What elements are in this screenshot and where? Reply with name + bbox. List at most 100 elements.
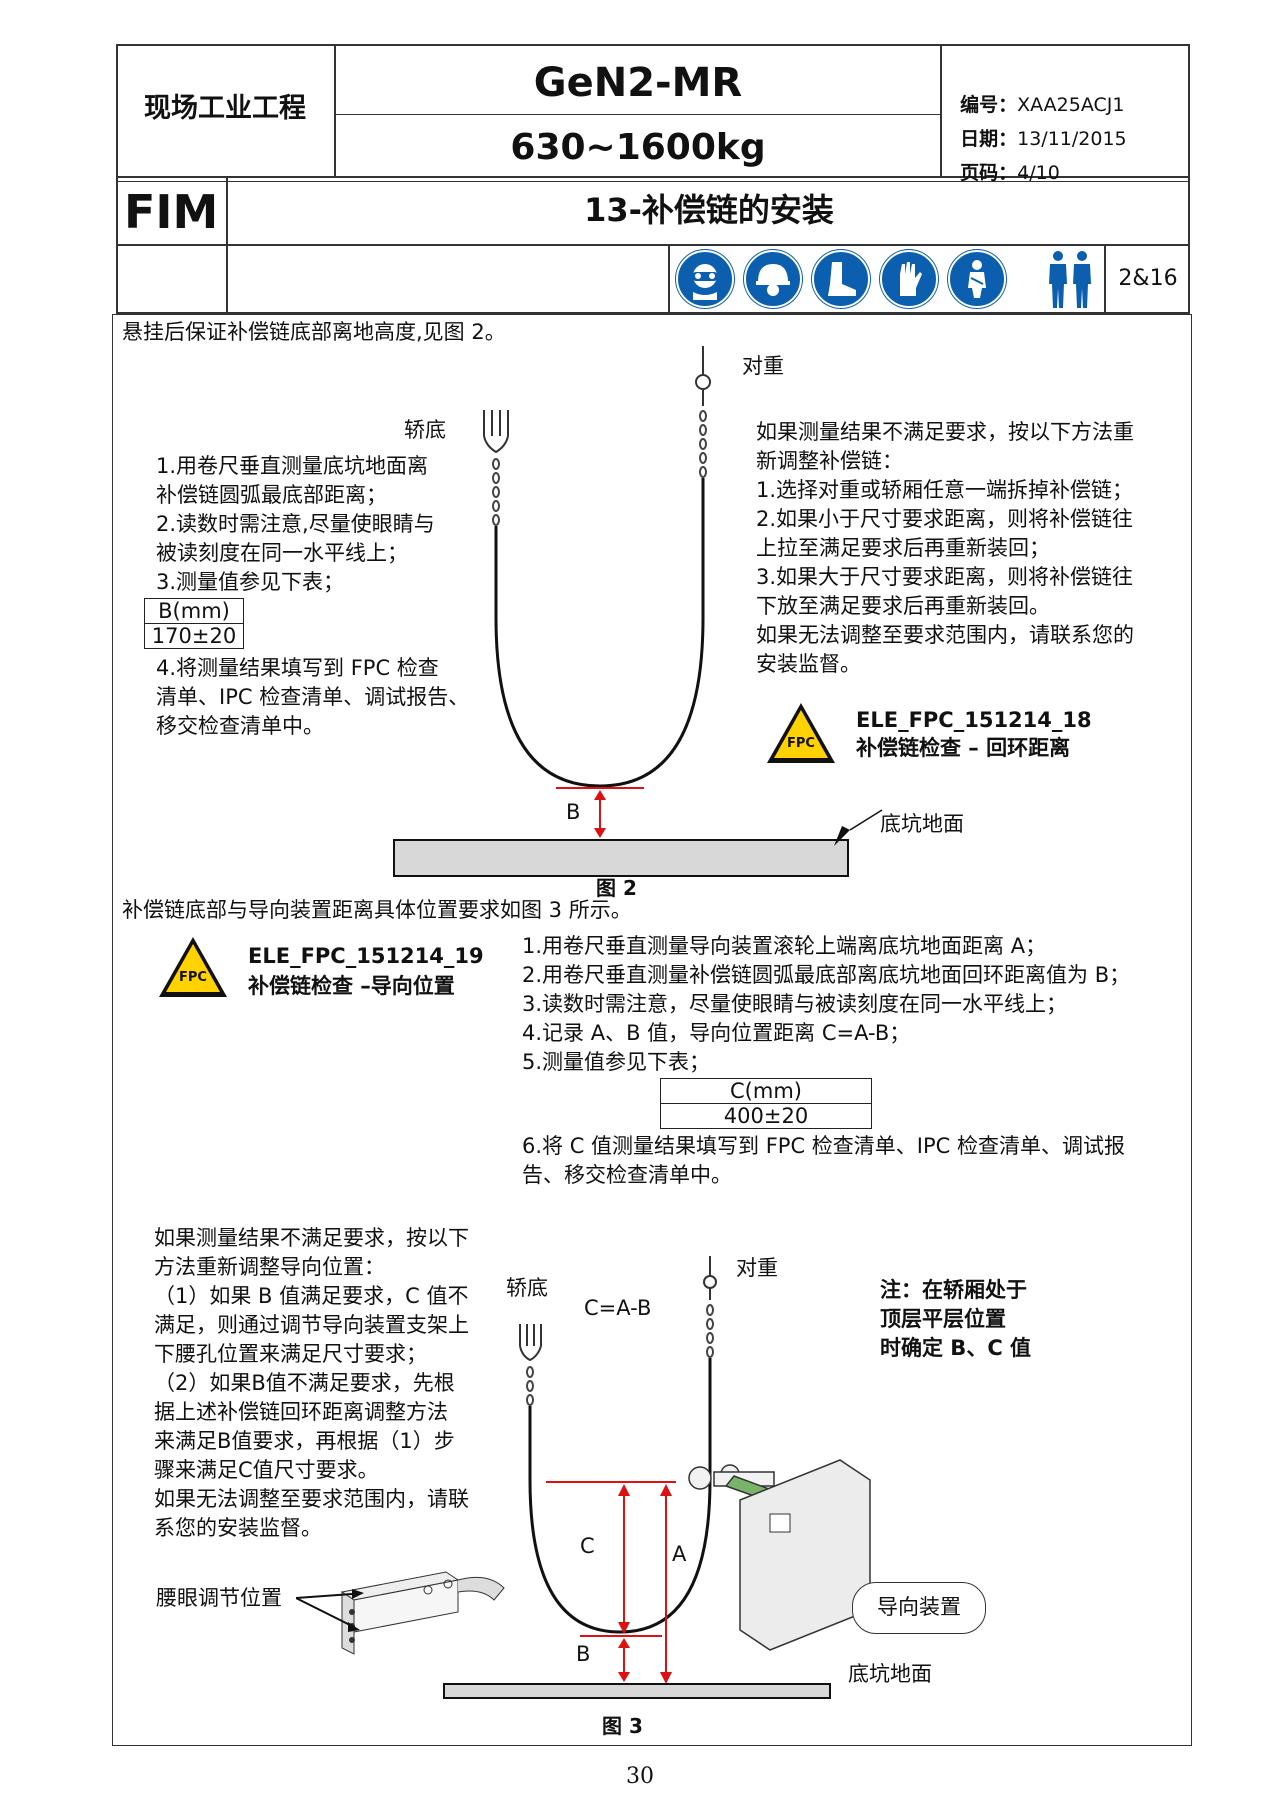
car-bottom-fork	[483, 410, 509, 454]
counterweight-chain	[706, 1304, 714, 1358]
compensation-chain-loop	[494, 478, 705, 788]
step-line: 1.用卷尺垂直测量导向装置滚轮上端离底坑地面距离 A；	[522, 934, 1047, 958]
adjust-line: 来满足B值要求，再根据（1）步	[154, 1429, 455, 1453]
adjust-line: 骤来满足C值尺寸要求。	[154, 1458, 379, 1482]
step6: 6.将 C 值测量结果填写到 FPC 检查清单、IPC 检查清单、调试报 告、移…	[522, 1132, 1125, 1190]
dim-c-label: C	[580, 1534, 595, 1558]
adjust-line: 如果无法调整至要求范围内，请联	[154, 1487, 469, 1511]
guide-measure-steps: 1.用卷尺垂直测量导向装置滚轮上端离底坑地面距离 A； 2.用卷尺垂直测量补偿链…	[522, 932, 1130, 1077]
guide-adjust-instructions: 如果测量结果不满足要求，按以下 方法重新调整导向位置： （1）如果 B 值满足要…	[154, 1224, 469, 1543]
car-bottom-fork	[519, 1324, 542, 1362]
gloves-icon	[880, 250, 938, 308]
adjust-line: 2.如果小于尺寸要求距离，则将补偿链往	[756, 507, 1134, 531]
step-line: 2.用卷尺垂直测量补偿链圆弧最底部离底坑地面回环距离值为 B；	[522, 963, 1131, 987]
capacity-title: 630~1600kg	[510, 127, 766, 168]
step-line: 4.记录 A、B 值，导向位置距离 C=A-B；	[522, 1021, 911, 1045]
step-line: 1.用卷尺垂直测量底坑地面离	[156, 454, 429, 478]
date-value: 13/11/2015	[1017, 128, 1127, 150]
safety-boots-icon	[812, 250, 870, 308]
fpc-warning-icon: FPC	[764, 700, 838, 770]
b-value-table: B(mm) 170±20	[144, 598, 244, 649]
step-line: 2.读数时需注意,尽量使眼睛与	[156, 512, 435, 536]
guide-device-label: 导向装置	[877, 1595, 961, 1619]
code-value: XAA25ACJ1	[1017, 94, 1125, 116]
adjust-line: 下放至满足要求后再重新装回。	[756, 594, 1050, 618]
page-number: 30	[626, 1764, 654, 1789]
two-workers-icon	[1040, 248, 1100, 314]
step-line: 3.测量值参见下表；	[156, 570, 345, 594]
counterweight-label: 对重	[736, 1256, 778, 1280]
adjust-line: 上拉至满足要求后再重新装回；	[756, 536, 1050, 560]
adjust-line: 3.如果大于尺寸要求距离，则将补偿链往	[756, 565, 1134, 589]
date-label: 日期：	[960, 128, 1018, 150]
pit-floor-slab	[443, 1683, 831, 1699]
c-table-header: C(mm)	[660, 1078, 872, 1104]
adjust-line: （2）如果B值不满足要求，先根	[154, 1371, 455, 1395]
header-frame	[116, 44, 1190, 314]
step-line: 移交检查清单中。	[156, 714, 324, 738]
car-chain	[492, 458, 500, 526]
pit-floor-label: 底坑地面	[848, 1662, 932, 1686]
harness-icon	[948, 250, 1006, 308]
code-label: 编号：	[960, 94, 1018, 116]
formula-label: C=A-B	[584, 1296, 652, 1320]
note-line: 时确定 B、C 值	[880, 1336, 1032, 1360]
adjust-line: 据上述补偿链回环距离调整方法	[154, 1400, 448, 1424]
fpc-desc: 补偿链检查 –导向位置	[248, 974, 455, 998]
section1-intro: 悬挂后保证补偿链底部离地高度,见图 2。	[122, 320, 506, 344]
fpc-badge: FPC	[179, 970, 207, 985]
top-floor-note: 注：在轿厢处于 顶层平层位置 时确定 B、C 值	[880, 1276, 1031, 1363]
c-table-value: 400±20	[660, 1103, 872, 1129]
fim-label: FIM	[124, 185, 219, 239]
company-name: 现场工业工程	[144, 93, 306, 124]
car-chain	[526, 1366, 534, 1406]
helmet-icon	[744, 250, 802, 308]
car-bottom-label: 轿底	[506, 1276, 548, 1300]
fpc-badge: FPC	[787, 736, 815, 751]
page-value: 4/10	[1017, 162, 1060, 184]
step-line: 6.将 C 值测量结果填写到 FPC 检查清单、IPC 检查清单、调试报	[522, 1134, 1125, 1158]
adjust-line: 如果测量结果不满足要求，按以下方法重	[756, 420, 1134, 444]
counterweight-hook	[703, 1256, 717, 1300]
compensation-chain-loop	[528, 1358, 712, 1634]
content-frame	[112, 314, 1192, 1746]
step-line: 5.测量值参见下表；	[522, 1050, 711, 1074]
counterweight-label: 对重	[742, 354, 784, 378]
dim-b-label: B	[566, 800, 581, 824]
adjust-line: 如果无法调整至要求范围内，请联系您的	[756, 623, 1134, 647]
adjust-line: 如果测量结果不满足要求，按以下	[154, 1226, 469, 1250]
counterweight-hook	[695, 346, 711, 406]
adjust-line: 满足，则通过调节导向装置支架上	[154, 1313, 469, 1337]
adjust-line: 安装监督。	[756, 652, 861, 676]
c-value-table: C(mm) 400±20	[660, 1078, 872, 1129]
figure2-caption: 图 2	[596, 876, 637, 900]
goggles-icon	[676, 250, 734, 308]
note-line: 注：在轿厢处于	[880, 1278, 1027, 1302]
waist-hole-pointers	[296, 1589, 364, 1632]
fpc-code: ELE_FPC_151214_19	[248, 944, 484, 968]
measure-steps: 1.用卷尺垂直测量底坑地面离 补偿链圆弧最底部距离； 2.读数时需注意,尽量使眼…	[156, 452, 435, 597]
page-label: 页码：	[960, 162, 1018, 184]
adjust-line: 下腰孔位置来满足尺寸要求；	[154, 1342, 427, 1366]
waist-hole-bracket-drawing	[340, 1571, 505, 1655]
adjust-line: （1）如果 B 值满足要求，C 值不	[154, 1284, 469, 1308]
step4: 4.将测量结果填写到 FPC 检查 清单、IPC 检查清单、调试报告、 移交检查…	[156, 654, 469, 741]
car-bottom-label: 轿底	[404, 418, 446, 442]
adjust-line: 系您的安装监督。	[154, 1516, 322, 1540]
people-count: 2&16	[1118, 266, 1178, 291]
dim-b-label: B	[576, 1642, 591, 1666]
section2-intro: 补偿链底部与导向装置距离具体位置要求如图 3 所示。	[122, 898, 632, 922]
step-line: 告、移交检查清单中。	[522, 1163, 732, 1187]
figure3-drawing	[443, 1256, 871, 1699]
waist-hole-label: 腰眼调节位置	[156, 1586, 282, 1610]
fpc-warning-icon: FPC	[156, 934, 230, 1004]
adjust-line: 新调整补偿链：	[756, 449, 903, 473]
step-line: 4.将测量结果填写到 FPC 检查	[156, 656, 439, 680]
guide-device-callout: 导向装置	[852, 1582, 986, 1634]
step-line: 被读刻度在同一水平线上；	[156, 541, 408, 565]
b-table-header: B(mm)	[144, 598, 244, 624]
section-title: 13-补偿链的安装	[584, 191, 834, 229]
adjust-instructions: 如果测量结果不满足要求，按以下方法重 新调整补偿链： 1.选择对重或轿厢任意一端…	[756, 418, 1134, 679]
counterweight-chain	[699, 410, 707, 478]
step-line: 清单、IPC 检查清单、调试报告、	[156, 685, 470, 709]
